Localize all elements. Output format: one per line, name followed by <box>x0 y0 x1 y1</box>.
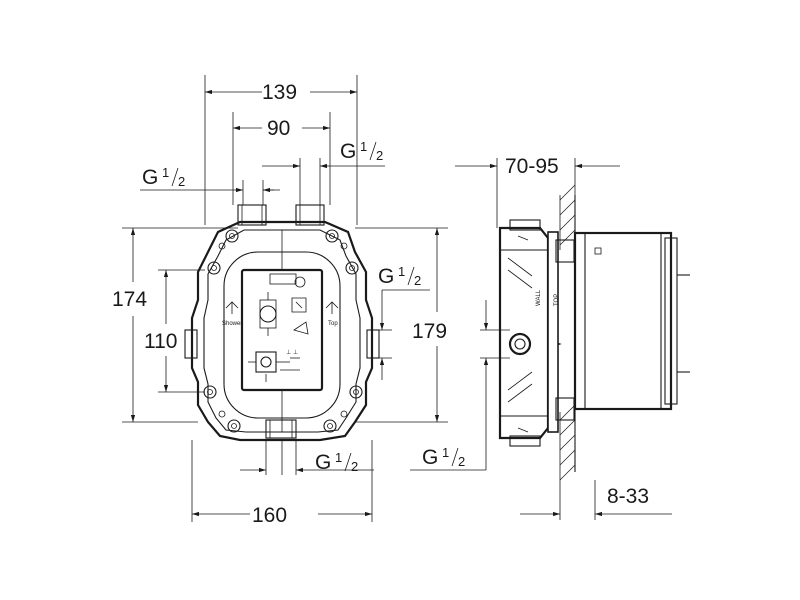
svg-text:1: 1 <box>162 165 169 180</box>
thread-label-top-right: G 1 2 <box>340 139 383 163</box>
dimension-lines <box>122 75 448 522</box>
dim-160: 160 <box>252 504 287 527</box>
mounting-plate: GROHE ⊥ ⊥ <box>248 273 309 382</box>
dim-110: 110 <box>144 330 177 353</box>
front-view: Shower Top GROHE ⊥ ⊥ <box>184 204 380 475</box>
wall-hatch <box>559 184 576 481</box>
svg-text:⊥ ⊥: ⊥ ⊥ <box>286 349 298 356</box>
svg-text:G: G <box>378 265 394 288</box>
dim-70-95: 70-95 <box>505 155 559 178</box>
brand-logo: GROHE <box>271 277 293 283</box>
label-shower: Shower <box>222 321 242 327</box>
svg-text:1: 1 <box>398 264 405 279</box>
label-top-side: TOP <box>554 294 560 306</box>
mounting-lugs <box>203 229 363 433</box>
svg-text:1: 1 <box>442 445 449 460</box>
dim-90: 90 <box>267 117 290 140</box>
thread-label-bottom: G 1 2 <box>315 450 358 474</box>
dimension-labels: 139 90 160 174 110 179 70-95 8-33 <box>112 81 649 527</box>
svg-text:2: 2 <box>178 174 185 189</box>
svg-text:2: 2 <box>414 273 421 288</box>
thread-label-top-left: G 1 2 <box>142 165 185 189</box>
dim-139: 139 <box>262 81 297 104</box>
svg-text:2: 2 <box>458 454 465 469</box>
dim-8-33: 8-33 <box>607 485 649 508</box>
thread-label-right: G 1 2 <box>378 264 421 288</box>
side-dimension-lines <box>410 158 672 520</box>
side-view: WALL TOP <box>498 184 690 481</box>
svg-text:G: G <box>315 451 331 474</box>
dim-174: 174 <box>112 288 147 311</box>
label-wall: WALL <box>536 289 542 306</box>
svg-text:G: G <box>422 446 438 469</box>
svg-text:G: G <box>142 166 158 189</box>
svg-text:2: 2 <box>351 459 358 474</box>
svg-text:1: 1 <box>360 139 367 154</box>
thread-label-side: G 1 2 <box>422 445 465 469</box>
dim-179: 179 <box>412 320 447 343</box>
svg-text:1: 1 <box>335 450 342 465</box>
label-top: Top <box>328 321 338 327</box>
svg-text:2: 2 <box>376 148 383 163</box>
svg-text:G: G <box>340 140 356 163</box>
